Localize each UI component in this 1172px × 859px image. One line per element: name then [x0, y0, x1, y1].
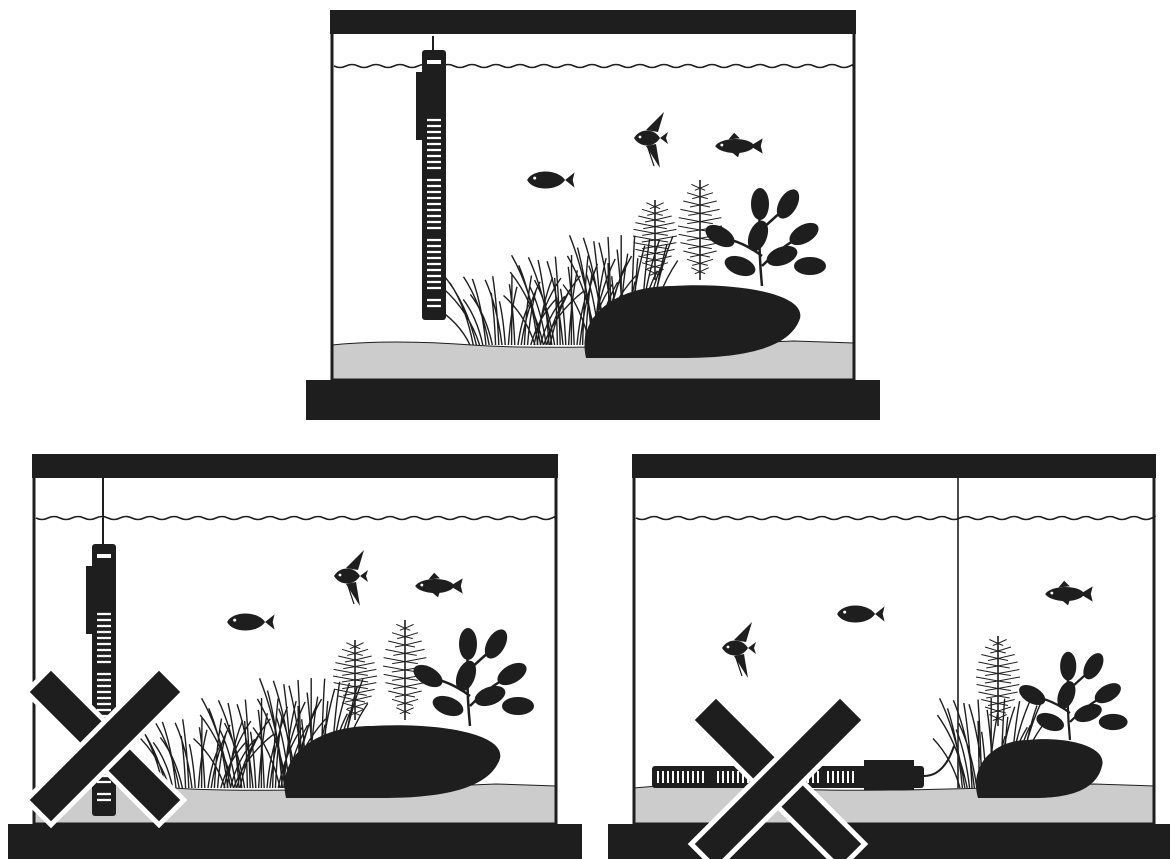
aquarium-icon [0, 448, 584, 859]
tank-body [306, 10, 880, 420]
tank-hood [32, 454, 558, 478]
tank-body [608, 454, 1170, 859]
panel-incorrect-horizontal-heater [600, 448, 1172, 859]
aquarium-icon [600, 448, 1172, 859]
tank-stand [8, 824, 582, 859]
tank-hood [330, 10, 856, 34]
tank-hood [632, 454, 1156, 478]
aquarium-icon [300, 0, 884, 424]
tank-body [8, 454, 582, 859]
panel-correct-placement [300, 0, 884, 424]
panel-incorrect-heater-on-gravel [0, 448, 584, 859]
tank-stand [306, 380, 880, 420]
